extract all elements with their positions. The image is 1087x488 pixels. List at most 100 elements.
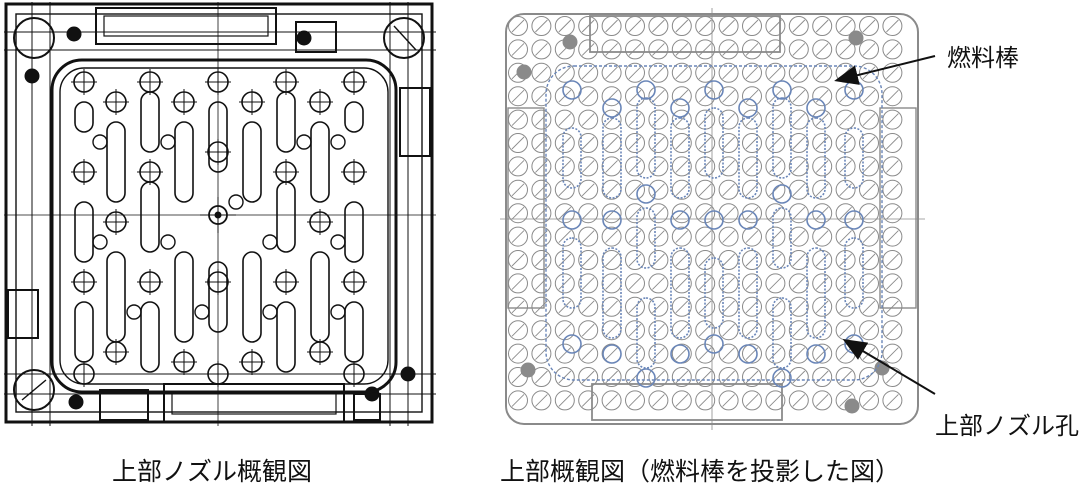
- flow-hole: [160, 234, 176, 250]
- fuel-rod: [788, 343, 809, 364]
- fuel-rod: [578, 39, 599, 60]
- fuel-rod: [835, 109, 856, 130]
- flow-slot: [276, 301, 296, 373]
- projected-slot: [738, 117, 758, 199]
- callout-fuel-rod: 燃料棒: [947, 44, 1019, 72]
- fuel-rod: [601, 390, 622, 411]
- fuel-rod: [765, 320, 786, 341]
- fuel-rod: [882, 86, 903, 107]
- fuel-rod: [625, 86, 645, 107]
- fuel-rod: [835, 16, 856, 36]
- fuel-rod: [742, 343, 762, 364]
- nozzle-body-inner: [59, 67, 389, 385]
- fuel-rod: [742, 296, 762, 317]
- fuel-rod: [648, 203, 669, 224]
- fuel-rod: [788, 273, 809, 294]
- projected-nozzle-hole: [670, 98, 690, 118]
- projected-nozzle-hole: [562, 80, 582, 100]
- filled-pin: [68, 394, 84, 410]
- fuel-rod: [648, 133, 669, 153]
- fuel-rod: [531, 367, 552, 387]
- fuel-rod: [788, 133, 809, 153]
- caption-top-nozzle-overview: 上部ノズル概観図: [112, 457, 313, 486]
- fuel-rod: [578, 250, 599, 270]
- fuel-rod: [812, 62, 833, 83]
- fuel-rod: [812, 273, 833, 294]
- projected-nozzle-hole: [738, 344, 758, 364]
- flow-hole: [194, 304, 210, 320]
- fuel-rod: [765, 156, 786, 177]
- top-holddown-bar: [95, 7, 277, 45]
- fuel-rod: [625, 367, 645, 387]
- fuel-rod: [718, 250, 739, 270]
- fuel-rod: [788, 109, 809, 130]
- projected-slot: [670, 247, 690, 339]
- flow-slot: [174, 121, 194, 203]
- fuel-rod: [648, 343, 669, 364]
- fuel-rod: [625, 296, 645, 317]
- fuel-rod: [788, 156, 809, 177]
- fuel-rod: [648, 62, 669, 83]
- fuel-rod: [718, 226, 739, 247]
- fuel-rod: [625, 133, 645, 153]
- fuel-rod: [625, 343, 645, 364]
- side-outline: [507, 107, 545, 309]
- fuel-rod: [882, 39, 903, 60]
- projected-slot: [844, 237, 864, 309]
- fuel-rod: [531, 179, 552, 200]
- fuel-rod: [601, 226, 622, 247]
- caption-top-overview-projected: 上部概観図（燃料棒を投影した図）: [500, 457, 901, 486]
- fuel-rod: [625, 109, 645, 130]
- fuel-rod: [554, 86, 575, 107]
- flow-slot: [208, 261, 228, 333]
- fuel-rod: [671, 203, 692, 224]
- fuel-rod: [812, 179, 833, 200]
- fuel-rod: [718, 39, 739, 60]
- flow-slot: [74, 101, 94, 133]
- inner-frame: [15, 13, 423, 413]
- corner-spring: [383, 17, 425, 59]
- filled-pin: [296, 30, 312, 46]
- fuel-rod: [742, 273, 762, 294]
- fuel-rod: [554, 109, 575, 130]
- fuel-rod: [718, 367, 739, 387]
- projected-slot: [670, 117, 690, 199]
- fuel-rod: [765, 226, 786, 247]
- fuel-rod: [554, 296, 575, 317]
- fuel-rod: [695, 226, 716, 247]
- fuel-rod: [508, 390, 528, 411]
- fuel-rod: [671, 86, 692, 107]
- fuel-rod: [765, 62, 786, 83]
- fuel-rod: [835, 39, 856, 60]
- fuel-rod: [601, 367, 622, 387]
- projected-nozzle-hole: [772, 184, 792, 204]
- fuel-rod: [531, 39, 552, 60]
- fuel-rod: [648, 179, 669, 200]
- fuel-rod: [718, 273, 739, 294]
- corner-block: [99, 389, 149, 421]
- fuel-rod: [625, 39, 645, 60]
- fuel-rod: [859, 390, 879, 411]
- fuel-rod: [859, 16, 879, 36]
- fuel-rod: [531, 226, 552, 247]
- fuel-rod: [859, 367, 879, 387]
- fuel-rod: [765, 343, 786, 364]
- fuel-rod: [812, 39, 833, 60]
- projected-nozzle-hole: [772, 368, 792, 388]
- fuel-rod: [531, 62, 552, 83]
- fuel-rod: [531, 109, 552, 130]
- fuel-rod: [648, 390, 669, 411]
- flow-hole: [160, 134, 176, 150]
- fuel-rod: [765, 109, 786, 130]
- filled-pin: [848, 30, 864, 46]
- fuel-rod: [531, 133, 552, 153]
- fuel-rod: [648, 86, 669, 107]
- fuel-rod: [718, 179, 739, 200]
- fuel-rod: [531, 296, 552, 317]
- fuel-rod: [882, 296, 903, 317]
- projected-slot: [562, 127, 582, 189]
- flow-slot: [344, 201, 364, 263]
- fuel-rod: [578, 179, 599, 200]
- fuel-rod: [554, 273, 575, 294]
